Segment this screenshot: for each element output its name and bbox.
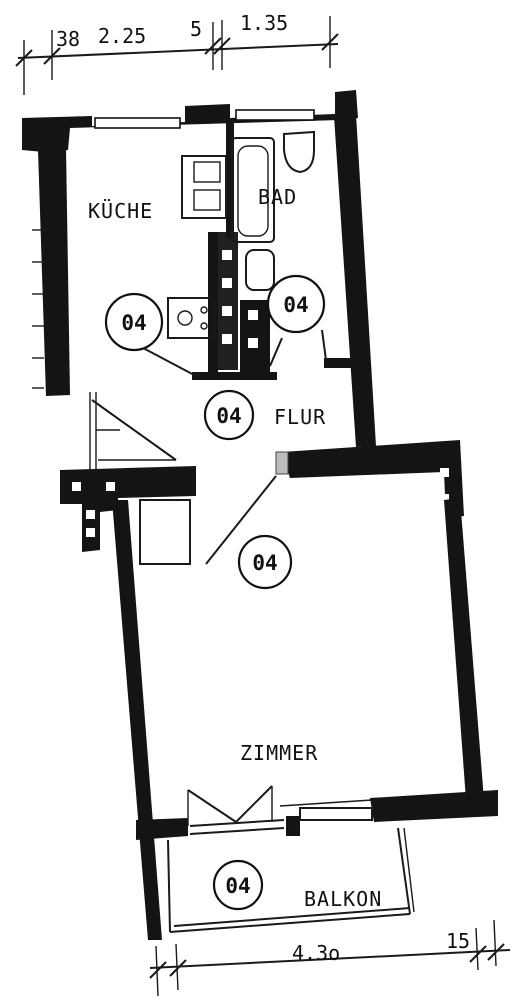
room-tag-living-text: 04 xyxy=(252,551,277,575)
kitchen-sink xyxy=(181,155,227,219)
room-tag-bath: 04 xyxy=(266,274,326,334)
toilet xyxy=(283,130,315,174)
top-dimension-line xyxy=(15,16,339,95)
balcony-window xyxy=(279,799,373,821)
room-tag-balcony-text: 04 xyxy=(225,874,250,898)
bottom-dimension-line xyxy=(149,919,511,997)
dimension-bottom-1: 4.3o xyxy=(292,941,340,965)
wardrobe xyxy=(139,499,191,565)
room-tag-kitchen: 04 xyxy=(104,292,164,352)
dimension-top-2: 2.25 xyxy=(98,24,146,48)
dimension-top-4: 1.35 xyxy=(240,11,288,35)
room-tag-living: 04 xyxy=(237,534,293,590)
room-label-balcony: BALKON xyxy=(304,887,382,911)
kitchen-stove xyxy=(167,297,215,339)
zimmer-door-swing xyxy=(205,475,277,565)
room-tag-hall-text: 04 xyxy=(216,404,241,428)
room-label-bath: BAD xyxy=(258,185,297,209)
balcony-door xyxy=(187,785,285,835)
upper-walls xyxy=(22,90,376,447)
bathtub xyxy=(231,137,275,243)
lower-walls xyxy=(60,440,498,940)
room-tag-hall: 04 xyxy=(203,389,255,441)
room-tag-kitchen-text: 04 xyxy=(121,311,146,335)
dimension-top-3: 5 xyxy=(190,17,202,41)
hall-doors xyxy=(89,329,327,470)
room-tag-bath-text: 04 xyxy=(283,293,308,317)
balcony-outline xyxy=(167,827,415,933)
dimension-top-1: 38 xyxy=(56,27,80,51)
room-label-living: ZIMMER xyxy=(240,741,318,765)
washbasin xyxy=(245,249,275,291)
room-tag-balcony: 04 xyxy=(212,859,264,911)
dimension-bottom-2: 15 xyxy=(446,929,470,953)
room-label-kitchen: KÜCHE xyxy=(88,199,153,223)
left-wall-ticks xyxy=(32,229,44,389)
room-label-hall: FLUR xyxy=(274,405,326,429)
